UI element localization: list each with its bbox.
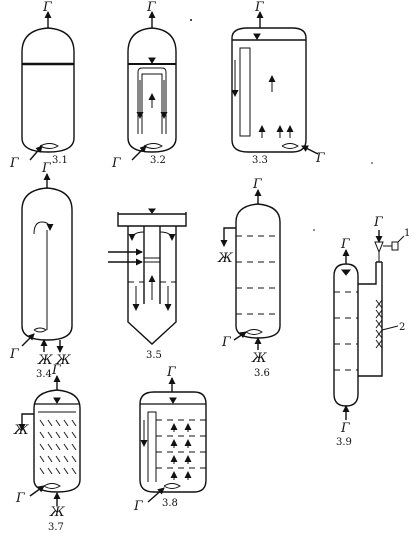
figure-number-3-6: 3.6 (254, 368, 270, 379)
overflow-arrow-left-3-5 (128, 231, 145, 241)
speck (371, 162, 373, 164)
figure-3-6: Г Ж Г Ж 3.6 (217, 177, 281, 379)
level-marker-3-5 (148, 208, 156, 214)
gas-inlet-arrow-3-1 (29, 145, 43, 161)
level-marker-3-8 (169, 397, 177, 404)
draft-loop-inner-3-2 (141, 73, 163, 134)
figure-number-3-9: 3.9 (336, 437, 352, 448)
liquid-out-label-3-4: Ж (55, 353, 71, 368)
leader-2-3-9 (381, 325, 399, 331)
vessel-3-7 (33, 389, 81, 493)
liquid-outlet-arrow-3-6 (220, 227, 236, 247)
figure-number-3-4: 3.4 (36, 369, 52, 380)
liquid-outlet-arrow-3-7 (18, 413, 34, 431)
gas-inlet-arrow-3-4 (21, 333, 35, 347)
downcomer-3-3 (239, 47, 251, 137)
lower-connector-3-9 (358, 262, 383, 377)
leader-1-3-9 (397, 235, 405, 243)
gas-in-label-3-8: Г (133, 499, 143, 514)
loop-arrow-3-4 (33, 221, 54, 235)
figure-3-1: Г Г 3.1 (9, 0, 75, 171)
gas-out-label-3-7: Г (51, 363, 61, 378)
figure-3-9: Г Г 3.9 Г 1 2 (333, 215, 410, 448)
callout-1: 1 (404, 228, 410, 239)
gas-in-label-3-3: Г (315, 151, 325, 166)
vessel-3-2 (127, 27, 177, 153)
level-marker-3-7 (53, 397, 61, 404)
top-tray-3-5 (117, 212, 187, 227)
gas-in-label-3-7: Г (15, 491, 25, 506)
gas-out-label-3-2: Г (146, 0, 156, 15)
draft-loop-3-2 (137, 67, 167, 134)
figure-3-3: Г Г 3.3 (231, 0, 325, 166)
gas-in-label-3-2: Г (111, 156, 121, 171)
gas-out-label-3-8: Г (166, 365, 176, 380)
valve-3-9 (391, 241, 399, 251)
gas-inlet-arrow-3-6 (233, 331, 247, 341)
figure-number-3-2: 3.2 (150, 155, 166, 166)
figure-3-5: 3.5 (108, 208, 187, 361)
gas-in-label-3-9: Г (340, 421, 350, 436)
gas-out-label-3-1: Г (42, 0, 52, 15)
column-3-9 (333, 263, 359, 407)
liquid-out-label-3-7: Ж (13, 423, 29, 438)
liquid-in-label-3-6: Ж (251, 351, 267, 366)
nozzle-3-9 (374, 241, 384, 254)
level-marker-3-3 (253, 33, 261, 40)
gas-out-label-3-4: Г (41, 161, 51, 176)
vessel-3-1 (21, 27, 75, 153)
vessel-3-6 (235, 203, 281, 339)
level-marker-3-2 (148, 57, 156, 64)
gas-in-label-3-4: Г (9, 347, 19, 362)
sparger-3-7 (43, 483, 61, 489)
sparger-3-1 (39, 143, 59, 149)
figure-number-3-3: 3.3 (252, 155, 268, 166)
gas-out-label-3-6: Г (252, 177, 262, 192)
liquid-out-label-3-6: Ж (217, 251, 233, 266)
figure-3-8: Г Г 3.8 (133, 365, 207, 514)
packing-3-9 (375, 299, 383, 349)
callout-2: 2 (399, 322, 405, 333)
sparger-3-3 (281, 143, 299, 149)
liquid-in-label-3-4: Ж (37, 353, 53, 368)
figure-3-2: Г Г 3.2 (111, 0, 177, 171)
level-marker-3-9 (340, 269, 352, 276)
gas-in-label-3-6: Г (221, 335, 231, 350)
figure-3-7: Г Ж Г Ж 3.7 (13, 363, 81, 533)
gas-out-label-3-9: Г (340, 237, 350, 252)
overflow-arrow-right-3-5 (159, 231, 176, 241)
gas-feed-label-3-9: Г (373, 215, 383, 230)
mesh-zone-3-5 (144, 257, 160, 263)
vessel-3-3 (231, 27, 307, 153)
speck (313, 229, 315, 231)
gas-inlet-arrow-3-8 (147, 487, 165, 503)
sparger-3-4 (33, 327, 47, 333)
sparger-3-2 (143, 143, 163, 149)
gas-inlet-arrow-3-7 (29, 485, 45, 497)
figure-number-3-1: 3.1 (52, 155, 68, 166)
figure-number-3-7: 3.7 (48, 522, 64, 533)
upper-connector-3-9 (358, 262, 377, 285)
gas-out-label-3-3: Г (254, 0, 264, 15)
gas-in-label-3-1: Г (9, 156, 19, 171)
gas-inlet-arrow-3-2 (131, 145, 147, 161)
sparger-3-8 (163, 483, 181, 489)
liquid-in-label-3-7: Ж (49, 505, 65, 520)
figure-3-4: Г Г Ж Ж 3.4 (9, 161, 73, 380)
downcomer-3-8 (147, 411, 157, 482)
sparger-3-6 (245, 329, 263, 335)
gas-inlet-arrow-3-3 (301, 145, 319, 155)
figure-number-3-5: 3.5 (146, 350, 162, 361)
vessel-3-8 (139, 391, 207, 493)
vessel-3-5 (127, 226, 177, 345)
speck (190, 19, 192, 21)
packing-3-7 (38, 411, 77, 475)
figure-number-3-8: 3.8 (162, 498, 178, 509)
